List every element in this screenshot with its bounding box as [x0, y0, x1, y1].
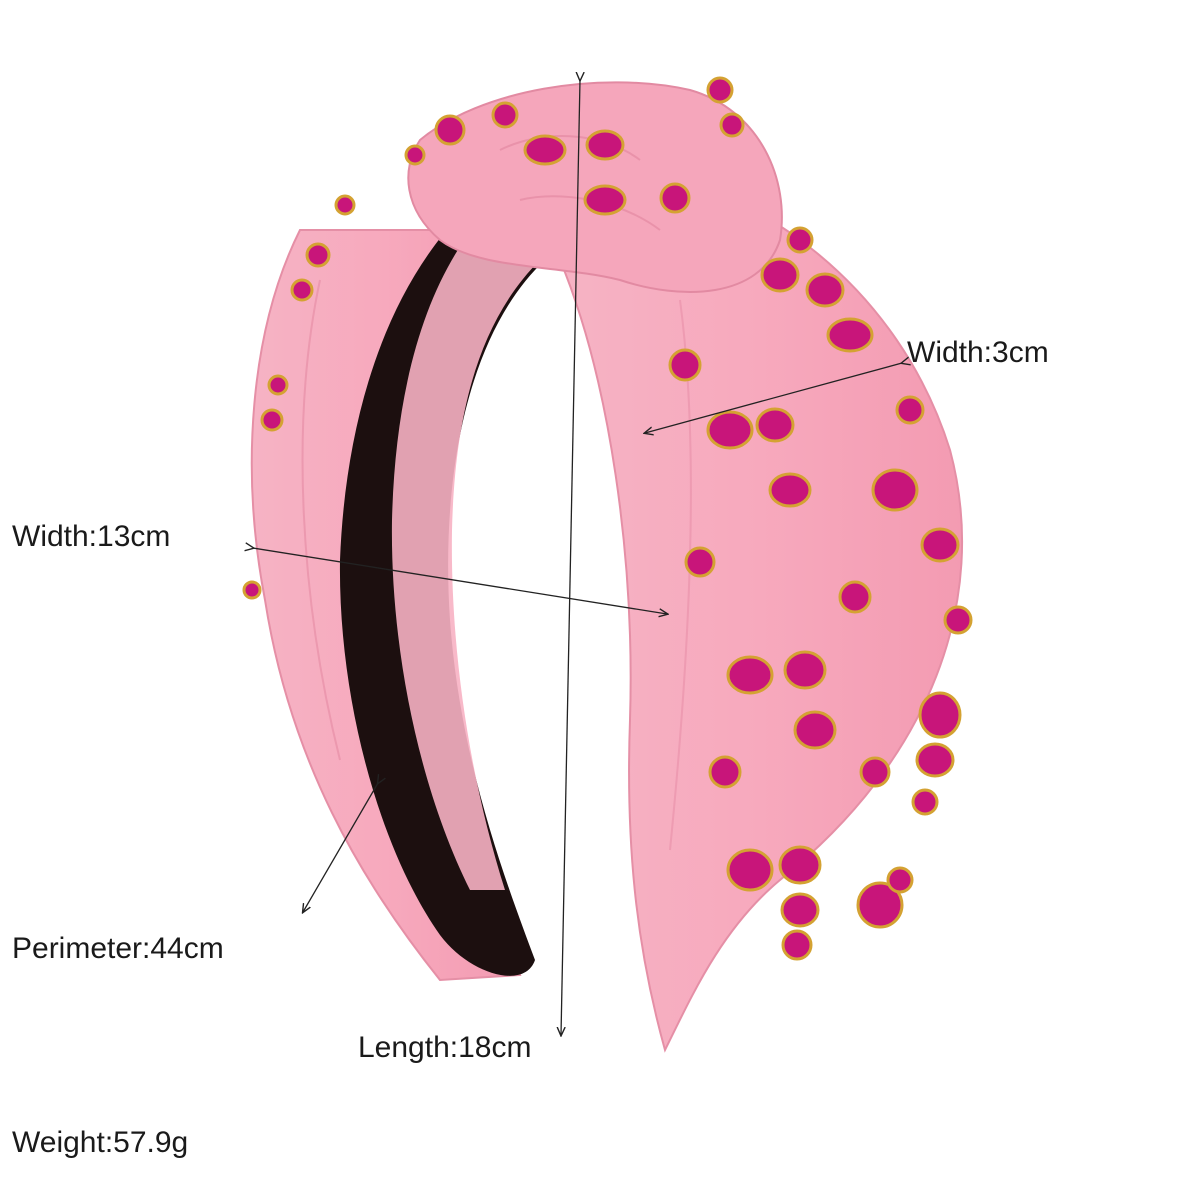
weight-label: Weight:57.9g — [12, 1126, 189, 1159]
perimeter-label: Perimeter:44cm — [12, 932, 224, 965]
length-label: Length:18cm — [358, 1031, 532, 1064]
overall-width-dimension-line — [253, 548, 667, 614]
band-width-dimension-line — [645, 363, 902, 433]
band-width-label: Width:3cm — [907, 336, 1049, 369]
dimension-lines — [253, 80, 902, 1035]
perimeter-dimension-line — [303, 783, 378, 912]
headband-inner-strip — [391, 232, 540, 890]
headband-right-arm — [558, 158, 964, 1053]
overall-width-label: Width:13cm — [12, 520, 171, 553]
